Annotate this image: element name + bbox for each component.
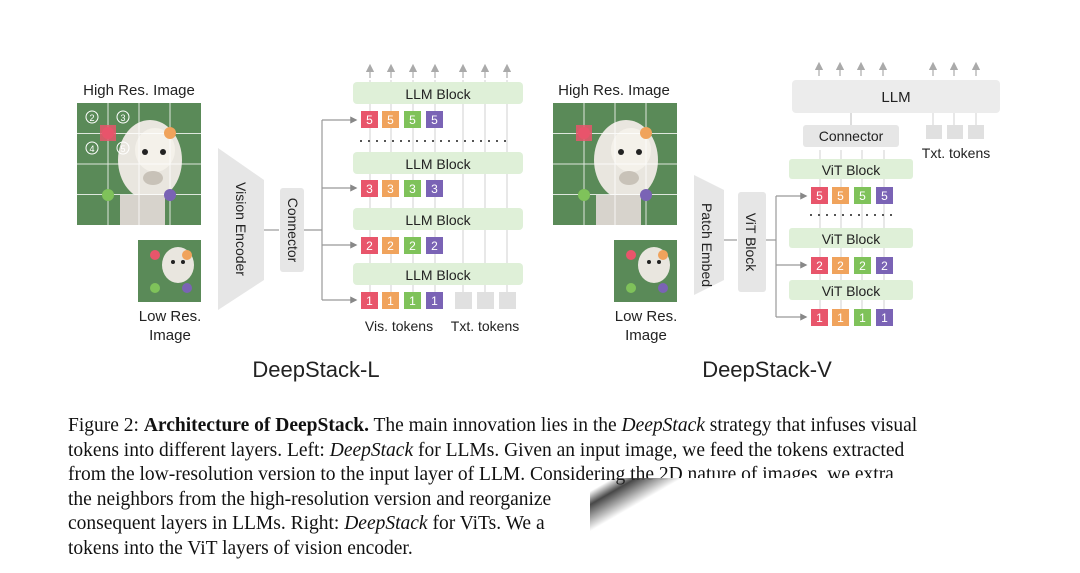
low-res-image-right	[614, 240, 677, 302]
low-res-image	[138, 240, 201, 302]
svg-text:2: 2	[881, 259, 888, 273]
txt-tokens-label: Txt. tokens	[451, 318, 519, 334]
svg-text:1: 1	[366, 294, 373, 308]
connector-label: Connector	[285, 198, 301, 263]
svg-text:2: 2	[366, 239, 373, 253]
svg-text:3: 3	[387, 182, 394, 196]
svg-text:5: 5	[387, 113, 394, 127]
token-row-5: 5 5 5 5	[361, 111, 443, 128]
svg-text:5: 5	[881, 189, 888, 203]
caption-line-6: tokens into the ViT layers of vision enc…	[68, 537, 413, 559]
svg-text:1: 1	[837, 311, 844, 325]
svg-text:LLM Block: LLM Block	[405, 212, 471, 228]
svg-text:ViT Block: ViT Block	[822, 231, 882, 247]
high-res-image-right	[553, 103, 677, 225]
vision-encoder-shape	[218, 148, 264, 310]
svg-text:3: 3	[366, 182, 373, 196]
svg-text:2: 2	[816, 259, 823, 273]
svg-text:5: 5	[816, 189, 823, 203]
svg-text:2: 2	[409, 239, 416, 253]
token-row-2-right: 2 2 2 2	[811, 257, 893, 274]
caption-line-3: from the low-resolution version to the i…	[68, 464, 894, 485]
svg-text:3: 3	[431, 182, 438, 196]
svg-text:2: 2	[859, 259, 866, 273]
svg-text:LLM Block: LLM Block	[405, 86, 471, 102]
svg-text:1: 1	[881, 311, 888, 325]
svg-text:5: 5	[859, 189, 866, 203]
svg-text:3: 3	[120, 113, 125, 123]
vit-block-2: ViT Block	[789, 228, 913, 248]
deepstack-l-panel: High Res. Image	[77, 63, 523, 382]
svg-text:2: 2	[387, 239, 394, 253]
connector-box-right	[803, 125, 899, 147]
svg-text:1: 1	[431, 294, 438, 308]
svg-text:ViT Block: ViT Block	[822, 283, 882, 299]
svg-text:1: 1	[816, 311, 823, 325]
high-res-image: 2 3 4 5	[77, 103, 201, 225]
low-res-label-right-line1: Low Res.	[615, 308, 678, 325]
svg-text:ViT Block: ViT Block	[822, 162, 882, 178]
vision-encoder-label: Vision Encoder	[233, 182, 249, 276]
llm-block-right	[792, 80, 1000, 113]
svg-text:1: 1	[859, 311, 866, 325]
caption-line-4: the neighbors from the high-resolution v…	[68, 488, 552, 510]
svg-text:5: 5	[366, 113, 373, 127]
high-res-label: High Res. Image	[83, 82, 195, 99]
vit-block-1: ViT Block	[789, 280, 913, 300]
connector-label-right: Connector	[819, 128, 884, 144]
svg-text:LLM Block: LLM Block	[405, 156, 471, 172]
svg-text:3: 3	[409, 182, 416, 196]
low-res-label-line1: Low Res.	[139, 308, 202, 325]
svg-text:5: 5	[120, 144, 125, 154]
occlusion-overlay	[595, 497, 1030, 557]
patch-embed-shape	[694, 175, 724, 295]
llm-block-4: LLM Block	[353, 82, 523, 104]
svg-text:5: 5	[837, 189, 844, 203]
llm-label-right: LLM	[881, 89, 910, 106]
architecture-figure: High Res. Image	[77, 61, 1000, 382]
low-res-label-right-line2: Image	[625, 327, 667, 344]
svg-text:2: 2	[89, 113, 94, 123]
svg-text:2: 2	[837, 259, 844, 273]
vit-block-vertical-label: ViT Block	[743, 213, 759, 273]
txt-tokens-label-right: Txt. tokens	[922, 145, 990, 161]
token-row-5-right: 5 5 5 5	[811, 187, 893, 204]
svg-text:5: 5	[409, 113, 416, 127]
caption-line-1: Figure 2: Architecture of DeepStack. The…	[68, 415, 918, 436]
svg-text:2: 2	[431, 239, 438, 253]
deepstack-l-title: DeepStack-L	[252, 357, 379, 382]
token-row-3: 3 3 3 3	[361, 180, 443, 197]
vis-tokens-label: Vis. tokens	[365, 318, 433, 334]
llm-block-2: LLM Block	[353, 208, 523, 230]
svg-text:1: 1	[409, 294, 416, 308]
svg-text:1: 1	[387, 294, 394, 308]
llm-block-1: LLM Block	[353, 263, 523, 285]
llm-block-3: LLM Block	[353, 152, 523, 174]
svg-text:LLM Block: LLM Block	[405, 267, 471, 283]
deepstack-v-title: DeepStack-V	[702, 357, 832, 382]
connector-box	[280, 188, 304, 272]
token-row-2: 2 2 2 2	[361, 237, 443, 254]
svg-text:5: 5	[431, 113, 438, 127]
vit-block-vertical	[738, 192, 766, 292]
deepstack-v-panel: High Res. Image	[553, 61, 1000, 382]
high-res-label-right: High Res. Image	[558, 82, 670, 99]
caption-line-5: consequent layers in LLMs. Right: DeepSt…	[68, 513, 545, 534]
patch-embed-label: Patch Embed	[699, 203, 715, 287]
token-row-1-right: 1 1 1 1	[811, 309, 893, 326]
svg-text:4: 4	[89, 144, 94, 154]
token-row-1: 1 1 1 1	[361, 292, 516, 309]
caption-line-2: tokens into different layers. Left: Deep…	[68, 439, 905, 461]
low-res-label-line2: Image	[149, 327, 191, 344]
vit-block-3: ViT Block	[789, 159, 913, 179]
